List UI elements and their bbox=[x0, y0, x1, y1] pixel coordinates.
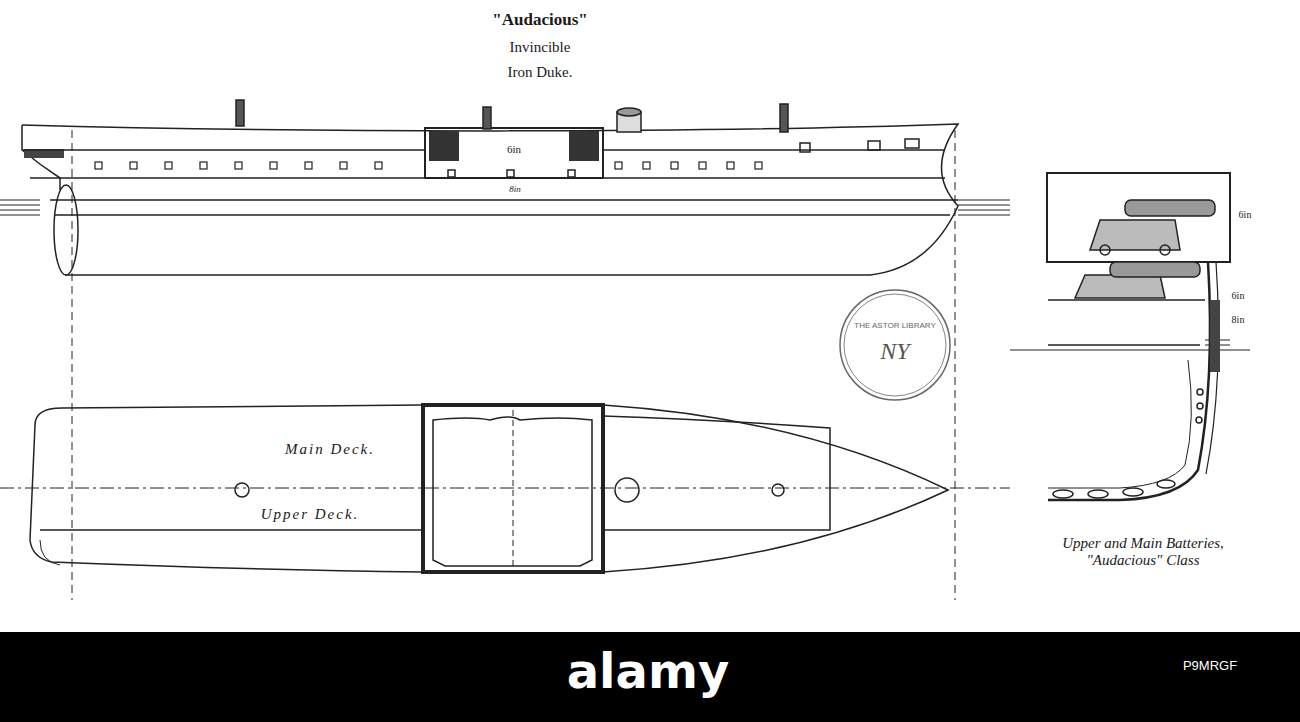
drawing-line bbox=[513, 410, 514, 568]
drawing-line bbox=[772, 484, 784, 496]
drawing-line bbox=[448, 170, 455, 177]
drawing-line bbox=[1053, 490, 1073, 498]
drawing-line bbox=[0, 210, 40, 211]
armour-thickness: 8in bbox=[509, 184, 521, 194]
drawing-line bbox=[425, 128, 603, 178]
armour-thickness: 6in bbox=[1239, 209, 1252, 221]
section-caption: Upper and Main Batteries, "Audacious" Cl… bbox=[1053, 535, 1233, 570]
armour-thickness: 6in bbox=[507, 143, 521, 156]
drawing-line bbox=[1048, 360, 1191, 488]
drawing-line bbox=[1197, 403, 1203, 409]
drawing-line bbox=[235, 162, 242, 169]
drawing-line bbox=[603, 149, 945, 151]
drawing-line bbox=[200, 162, 207, 169]
drawing-line bbox=[958, 200, 1010, 201]
drawing-line bbox=[1088, 490, 1108, 498]
drawing-line bbox=[0, 488, 1010, 489]
drawing-line bbox=[1196, 417, 1202, 423]
drawing-line bbox=[1047, 173, 1230, 262]
drawing-line bbox=[40, 416, 830, 530]
drawing-line bbox=[22, 149, 425, 151]
drawing-line bbox=[95, 162, 102, 169]
drawing-line bbox=[22, 124, 958, 275]
drawing-line bbox=[1160, 245, 1170, 255]
drawing-line bbox=[507, 170, 514, 177]
drawing-line bbox=[40, 540, 60, 565]
drawing-line bbox=[30, 177, 425, 179]
drawing-line bbox=[905, 139, 919, 148]
class-name: Invincible bbox=[510, 39, 571, 56]
drawing-line bbox=[755, 162, 762, 169]
plan-view bbox=[0, 405, 1010, 572]
drawing-line bbox=[30, 405, 948, 572]
drawing-line bbox=[1100, 245, 1110, 255]
drawing-line bbox=[95, 162, 762, 169]
drawing-line bbox=[305, 162, 312, 169]
drawing-line bbox=[423, 405, 603, 572]
deck-name: Main Deck. bbox=[285, 441, 375, 458]
drawing-line bbox=[340, 162, 347, 169]
drawing-line bbox=[235, 483, 249, 497]
drawing-line bbox=[568, 170, 575, 177]
deck-name: Upper Deck. bbox=[261, 506, 360, 523]
drawing-line bbox=[236, 100, 244, 126]
drawing-line bbox=[1110, 262, 1200, 277]
drawing-line bbox=[840, 290, 950, 400]
drawing-line bbox=[1048, 299, 1205, 301]
class-name: Iron Duke. bbox=[508, 64, 573, 81]
drawing-line bbox=[780, 104, 788, 132]
drawing-line bbox=[1075, 275, 1165, 298]
armour-thickness: 8in bbox=[1232, 314, 1245, 326]
drawing-line bbox=[0, 205, 40, 206]
drawing-line bbox=[1197, 389, 1203, 395]
drawing-line bbox=[800, 143, 810, 152]
drawing-line bbox=[603, 177, 945, 179]
drawing-line bbox=[1048, 344, 1200, 346]
drawing-line bbox=[130, 162, 137, 169]
drawing-line bbox=[165, 162, 172, 169]
drawing-line bbox=[483, 107, 491, 129]
drawing-line bbox=[0, 215, 40, 216]
drawing-line bbox=[844, 294, 946, 396]
drawing-line bbox=[727, 162, 734, 169]
section-view bbox=[1010, 173, 1250, 500]
drawing-line bbox=[0, 200, 40, 201]
stamp-text: THE ASTOR LIBRARY bbox=[854, 321, 936, 330]
stamp-text: NY bbox=[880, 338, 909, 366]
drawing-line bbox=[1048, 262, 1210, 500]
library-stamp bbox=[840, 290, 950, 400]
drawing-line bbox=[615, 162, 622, 169]
drawing-line bbox=[617, 108, 641, 116]
drawing-line bbox=[50, 199, 958, 201]
watermark: alamy bbox=[567, 644, 730, 699]
ship-title: "Audacious" bbox=[492, 10, 587, 30]
drawing-line bbox=[1125, 200, 1215, 216]
drawing-line bbox=[1157, 480, 1175, 488]
drawing-line bbox=[375, 162, 382, 169]
drawing-line bbox=[958, 210, 1010, 211]
drawing-line bbox=[615, 478, 639, 502]
drawing-line bbox=[1210, 300, 1220, 372]
drawing-line bbox=[429, 131, 459, 161]
drawing-line bbox=[699, 162, 706, 169]
drawing-line bbox=[958, 205, 1010, 206]
drawing-line bbox=[1123, 488, 1143, 496]
footer-bar bbox=[0, 632, 1300, 722]
armour-thickness: 6in bbox=[1232, 290, 1245, 302]
drawing-line bbox=[569, 131, 599, 161]
profile-view bbox=[0, 100, 1010, 600]
drawing-line bbox=[643, 162, 650, 169]
drawing-line bbox=[868, 141, 880, 150]
drawing-line bbox=[270, 162, 277, 169]
drawing-line bbox=[54, 185, 78, 275]
drawing-line bbox=[958, 215, 1010, 216]
drawing-line bbox=[55, 214, 950, 216]
drawing-line bbox=[671, 162, 678, 169]
watermark: P9MRGF bbox=[1183, 659, 1237, 674]
